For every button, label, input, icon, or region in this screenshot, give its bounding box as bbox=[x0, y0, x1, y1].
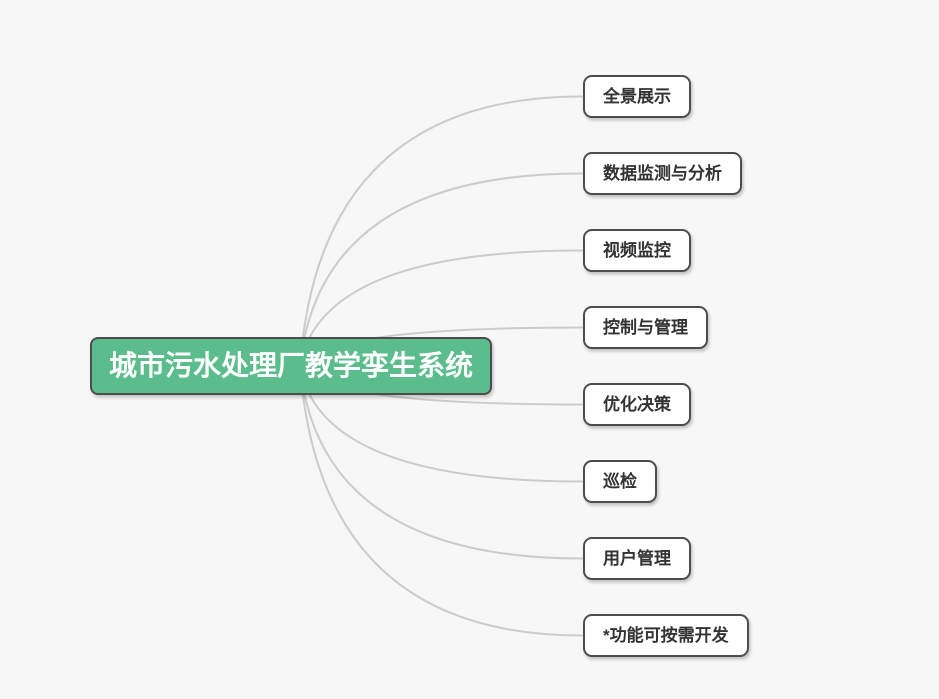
branch-node-user-management[interactable]: 用户管理 bbox=[583, 537, 691, 580]
connector-curve bbox=[299, 172, 583, 367]
branch-node-data-monitoring-analysis[interactable]: 数据监测与分析 bbox=[583, 152, 742, 195]
root-node[interactable]: 城市污水处理厂教学孪生系统 bbox=[90, 337, 493, 395]
connector-curve bbox=[299, 365, 583, 560]
branch-node-video-surveillance[interactable]: 视频监控 bbox=[583, 229, 691, 272]
branch-node-on-demand-note[interactable]: *功能可按需开发 bbox=[583, 614, 749, 657]
branch-node-panorama-display[interactable]: 全景展示 bbox=[583, 75, 691, 118]
branch-node-control-management[interactable]: 控制与管理 bbox=[583, 306, 708, 349]
branch-node-optimization-decision[interactable]: 优化决策 bbox=[583, 383, 691, 426]
branch-node-inspection[interactable]: 巡检 bbox=[583, 460, 657, 503]
connector-curve bbox=[299, 365, 583, 637]
connector-curve bbox=[299, 95, 583, 367]
